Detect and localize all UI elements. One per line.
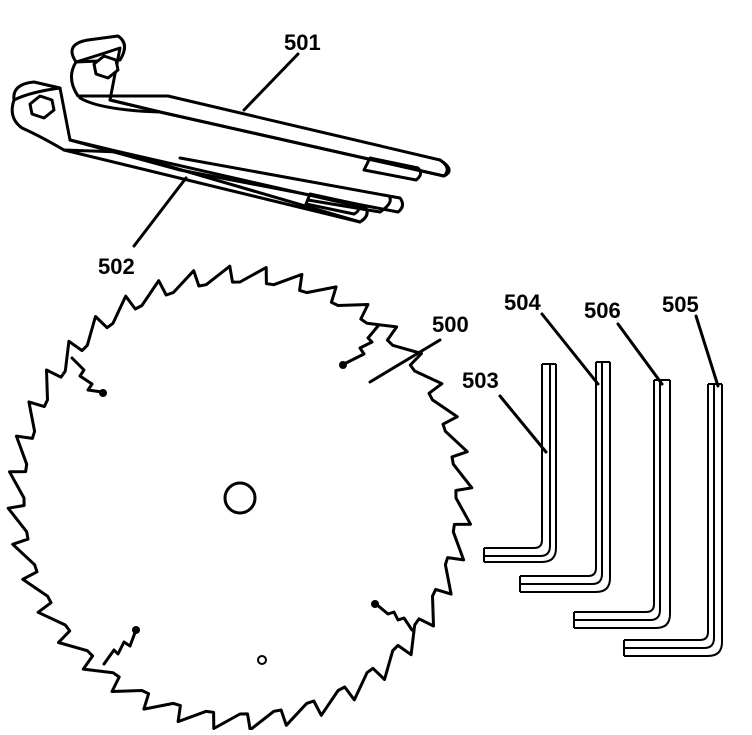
saw-blade-500: [6, 264, 474, 732]
callout-502: 502: [98, 254, 135, 279]
hex-hole-icon: [92, 54, 120, 80]
callout-500: 500: [432, 312, 469, 337]
hex-key-504: [519, 361, 611, 593]
callout-503: 503: [462, 368, 499, 393]
expansion-slot: [371, 600, 414, 632]
callout-505: 505: [662, 292, 699, 317]
leader-lines: [132, 52, 720, 454]
arbor-hole: [223, 481, 257, 515]
wrench-502: [10, 80, 405, 224]
wrench-501: [70, 34, 451, 182]
expansion-slot: [70, 356, 107, 397]
hex-hole-icon: [28, 94, 56, 120]
hex-key-503: [483, 363, 557, 563]
callout-501: 501: [284, 30, 321, 55]
callout-506: 506: [584, 298, 621, 323]
hex-key-506: [573, 379, 671, 629]
expansion-slot: [102, 626, 140, 666]
hex-key-505: [623, 383, 723, 657]
pin-hole: [257, 655, 267, 665]
callout-504: 504: [504, 290, 541, 315]
expansion-slot: [339, 324, 380, 369]
